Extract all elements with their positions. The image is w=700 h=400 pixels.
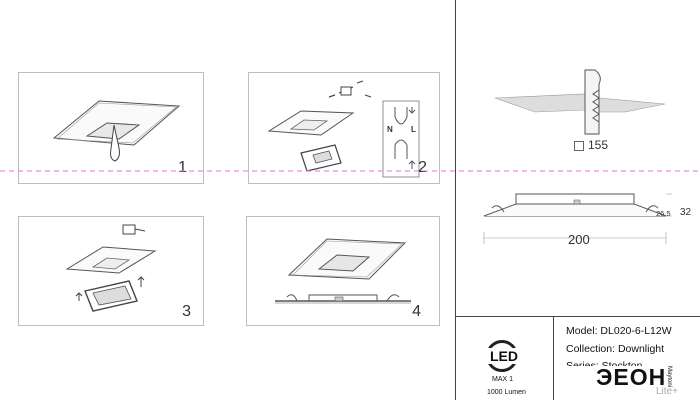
panel-clip-drawing (65, 224, 157, 312)
step-3-panel: 3 (18, 216, 204, 326)
width-label: 200 (568, 232, 590, 247)
cutout-size-label: 155 (588, 138, 609, 152)
sheet-divider (455, 0, 456, 400)
max-lamps-label: MAX 1 (492, 376, 514, 383)
step-number: 4 (412, 303, 421, 320)
panel-finished-drawing (275, 238, 411, 304)
panel-light-drawing (52, 100, 181, 162)
led-logo-text: LED (485, 348, 523, 364)
collection-label: Collection: Downlight (566, 343, 665, 355)
brand-logo-box (560, 366, 688, 400)
info-block-top-rule (455, 316, 700, 317)
lumen-label: 1000 Lumen (487, 389, 526, 396)
brand-vertical-label: Maytoni (666, 366, 672, 388)
info-block-divider (553, 316, 554, 400)
ceiling-section-drawing (494, 69, 666, 135)
side-view-drawing (483, 193, 672, 244)
step-4-panel: 4 (246, 216, 440, 326)
model-label: Model: DL020-6-L12W (566, 325, 672, 337)
inner-height-label: 26.5 (656, 209, 671, 218)
wiring-l-label: L (411, 125, 416, 134)
wiring-n-label: N (387, 125, 393, 134)
led-logo: LED (485, 340, 523, 372)
guide-line (0, 170, 700, 172)
brand-logo: ЭЕОН (596, 364, 667, 390)
step-number: 1 (178, 159, 187, 176)
step-1-panel: 1 (18, 72, 204, 184)
cutout-square-icon (574, 141, 584, 151)
brand-tagline: Lite+ (656, 386, 678, 397)
step-number: 2 (418, 159, 427, 176)
step-2-panel: N L 2 (248, 72, 440, 184)
step-number: 3 (182, 303, 191, 320)
panel-install-drawing (267, 80, 420, 178)
total-height-label: 32 (680, 207, 692, 218)
